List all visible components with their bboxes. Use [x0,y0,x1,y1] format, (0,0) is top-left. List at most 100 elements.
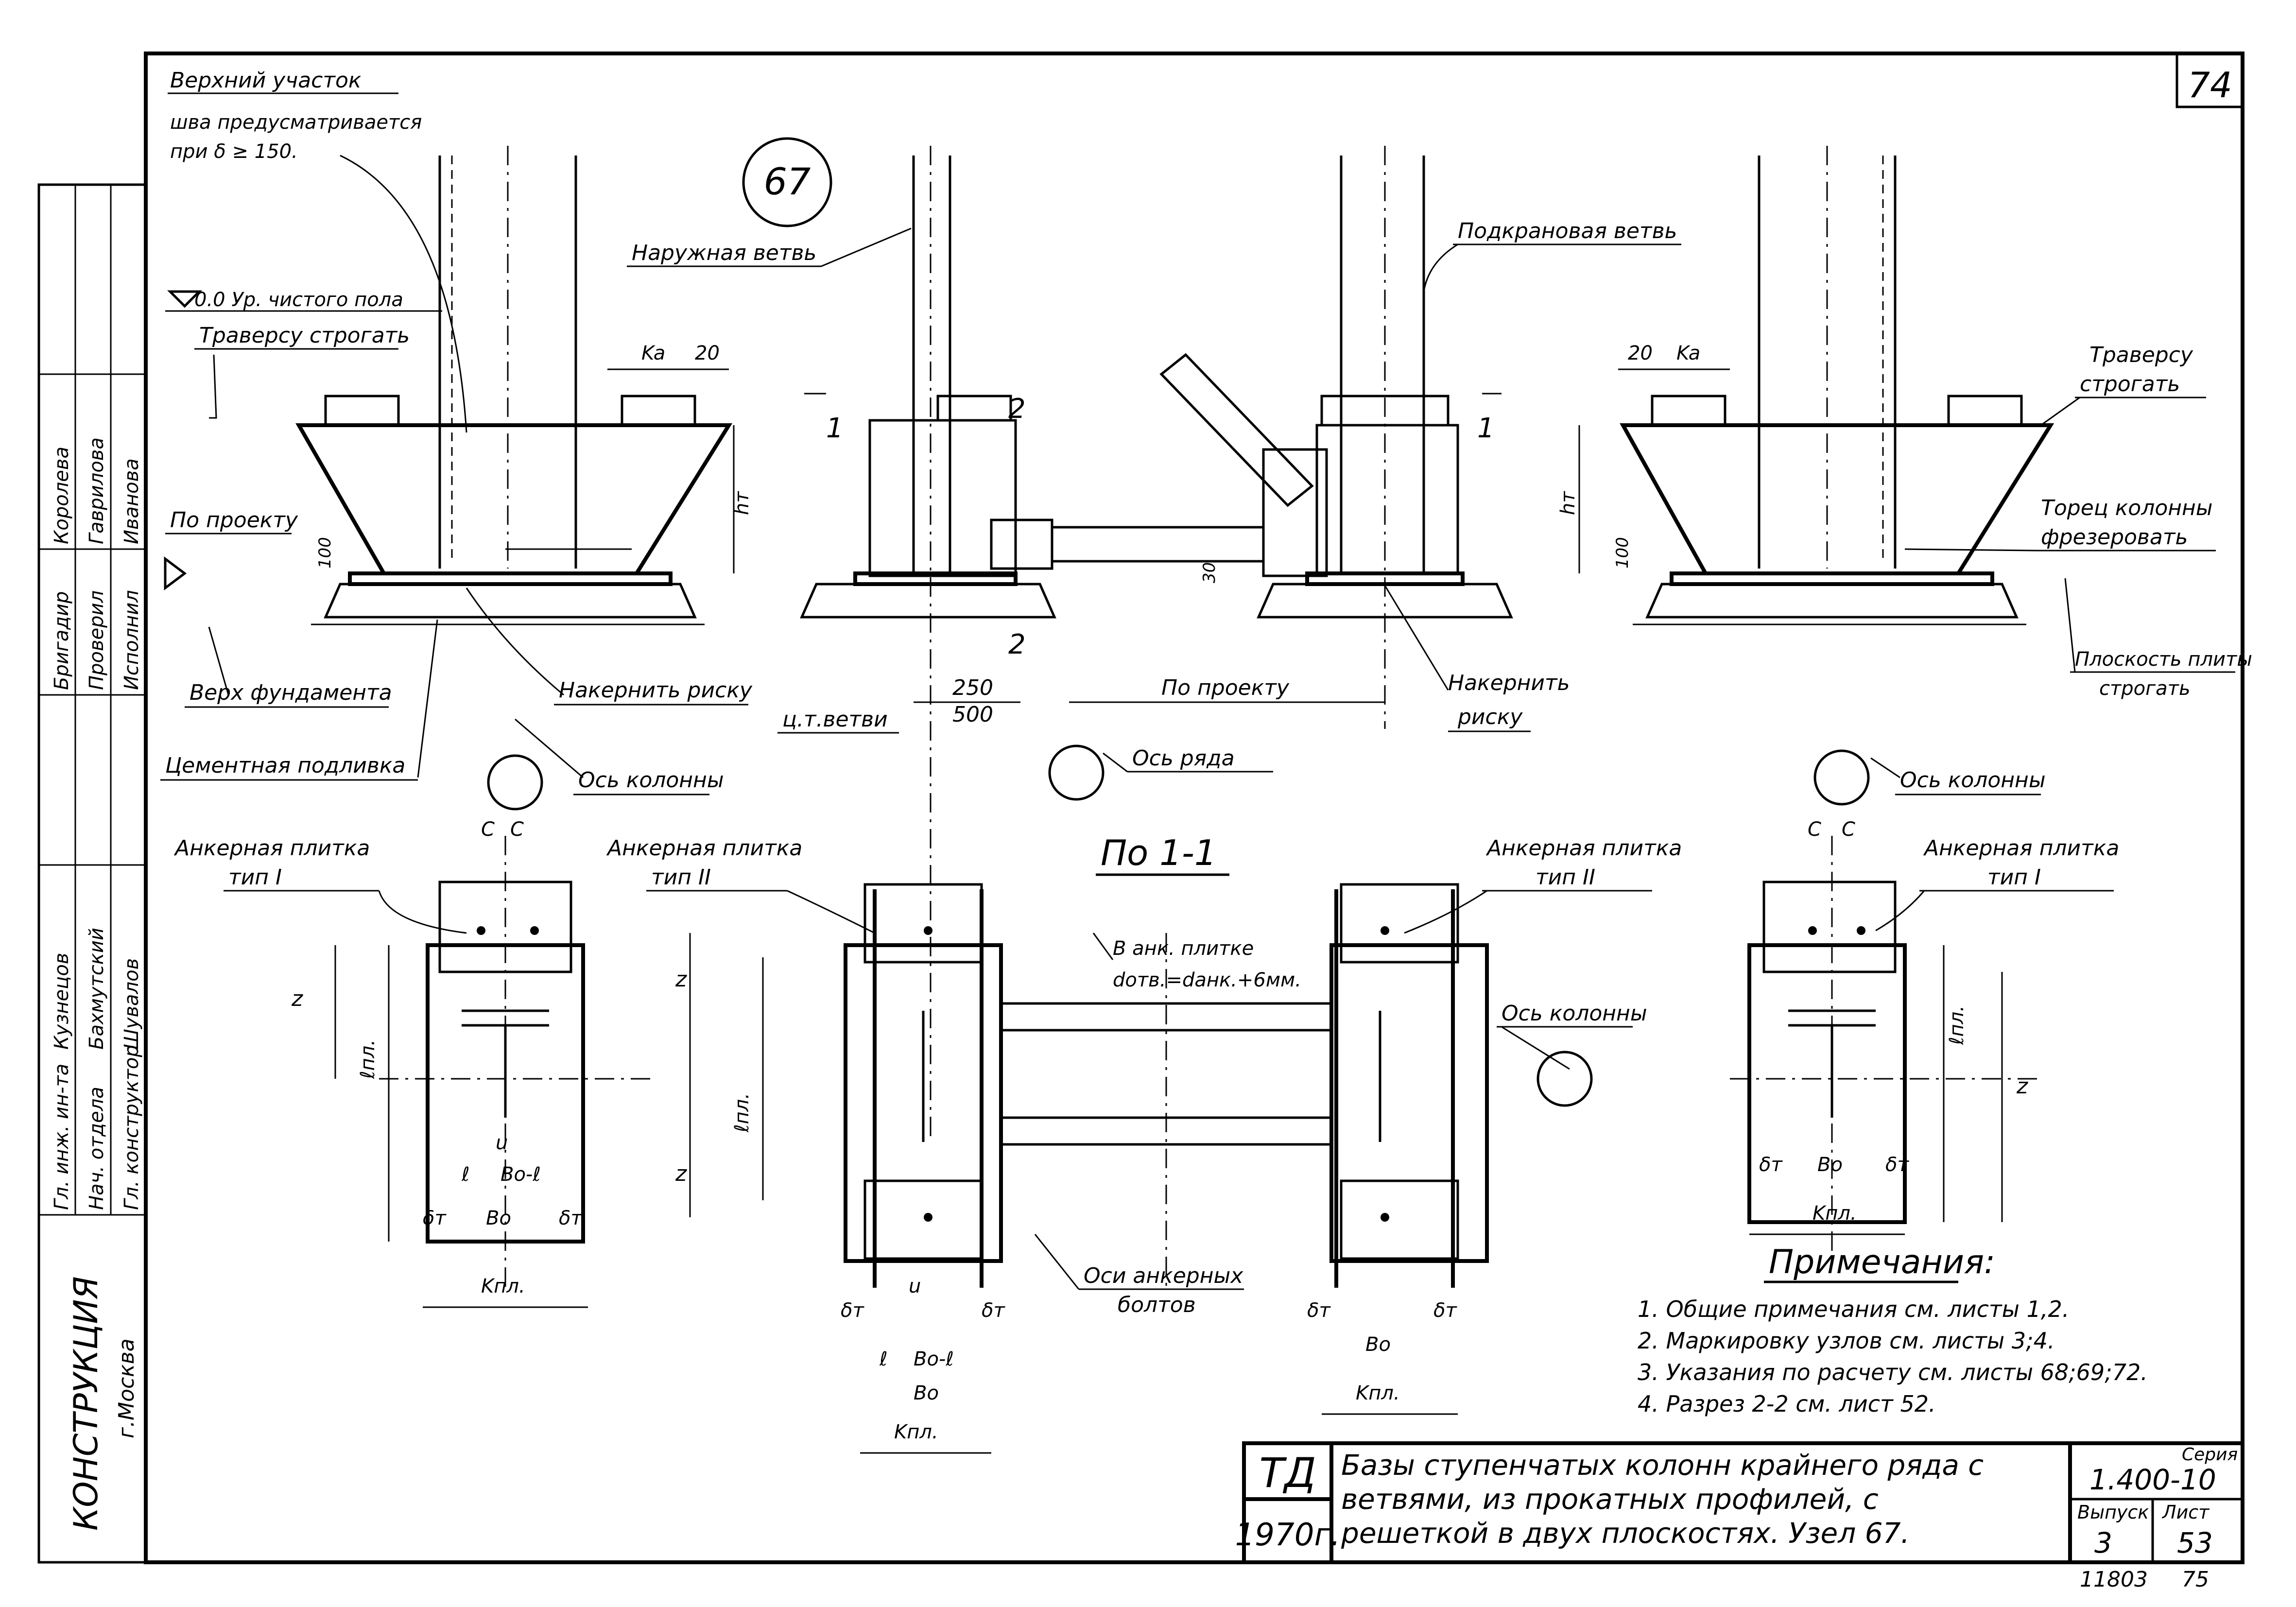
dim-l-mid: ℓ [879,1348,888,1370]
seam-note-2: при δ ≥ 150. [170,140,298,163]
dim-250: 250 [952,675,993,700]
dim-20-left: 20 [695,342,720,364]
stamp-name-4: Королева [51,447,73,544]
dim-dt-mid-3: δт [1307,1299,1331,1322]
stamp-role-4: Бригадир [51,591,73,690]
elevation-left: Ka 20 hт 100 По проекту Верх фундамента … [160,146,753,811]
section-mark-2b: 2 [1008,629,1026,660]
dim-u-left: u [496,1132,508,1154]
upper-seam-label: Верхний участок [170,68,362,93]
dim-bo-right: Bо [1817,1154,1843,1176]
dim-bol-mid: Bо-ℓ [914,1348,954,1370]
stamp-name-1: Кузнецов [51,953,73,1050]
dim-bo-left: Bо [486,1207,511,1229]
slab-plane-1: Плоскость плиты [2075,648,2252,671]
anchor-plate-4-b: тип I [1987,865,2041,890]
seam-note-1: шва предусматривается [170,111,422,134]
side-stamp: Гл. инж. ин-та Нач. отдела Гл. конструкт… [37,183,147,1564]
dim-dt-right-1: δт [1759,1154,1783,1176]
title-block: ТД 1970г. Базы ступенчатых колонн крайне… [1235,1441,2244,1592]
dim-20-right: 20 [1628,342,1653,364]
stamp-city: г.Москва [114,1338,139,1438]
traverse-plane-right-1: Траверсу [2089,343,2193,367]
bolt-axes-2: болтов [1118,1293,1196,1317]
hole-note-2: dотв.=dанк.+6мм. [1113,969,1301,991]
dim-ka-right: Ka [1676,342,1700,364]
mark-risk-left: Накернить риску [559,678,753,703]
stamp-role-3: Гл. конструктор [121,1045,143,1210]
notes-heading: Примечания: [1769,1243,1995,1281]
dim-z-right: z [2016,1074,2028,1099]
dim-kpl-left: Kпл. [481,1275,525,1297]
top-notes: Верхний участок шва предусматривается пр… [165,68,467,433]
dim-l-left: ℓ [461,1163,470,1186]
stamp-name-5: Гаврилова [86,437,108,544]
section-mark-2a: 2 [1008,393,1026,425]
anchor-plate-2-a: Анкерная плитка [606,836,802,861]
dim-kpl-mid: Kпл. [894,1421,938,1443]
stamp-role-1: Гл. инж. ин-та [51,1064,73,1210]
col-axis-plan: Ось колонны [1502,1001,1647,1026]
section-label: По 1-1 [1101,832,1217,873]
note-1: 1. Общие примечания см. листы 1,2. [1638,1296,2069,1322]
anchor-plate-4-a: Анкерная плитка [1923,836,2119,861]
col-axis-right-label: Ось колонны [1900,768,2046,793]
title-line-1: Базы ступенчатых колонн крайнего ряда с [1341,1449,1984,1482]
row-axis-label: Ось ряда [1132,746,1235,771]
dim-kpl-right: Kпл. [1813,1202,1857,1225]
archive-number: 11803 [2080,1567,2148,1592]
plan-section: По 1-1 Анкерная плитка тип I C C z ℓпл. … [173,818,2119,1454]
stamp-name-6: Иванова [121,458,143,544]
bolt-axes-1: Оси анкерных [1084,1263,1243,1288]
dim-dt-mid-4: δт [1433,1299,1457,1322]
dim-dt-right-2: δт [1885,1154,1909,1176]
dim-z-mid-1: z [675,967,687,992]
dim-bo-mid: Bо [914,1382,939,1404]
dim-100-left: 100 [315,537,335,569]
dim-z-mid-2: z [675,1161,687,1186]
fdn-top-label: Верх фундамента [190,680,392,705]
elevation-right: 20 Ka hт 100 Траверсу строгать Торец кол… [1557,146,2252,806]
stamp-role-6: Исполнил [121,590,143,690]
dim-dt-mid-1: δт [841,1299,864,1322]
dim-dt-left-2: δт [559,1207,583,1229]
title-line-2: ветвями, из прокатных профилей, с [1341,1483,1879,1516]
traverse-plane-left: Траверсу строгать [199,323,410,348]
dim-c-1: C [481,818,495,841]
dim-ka-left: Ka [641,342,665,364]
dim-bol-left: Bо-ℓ [501,1163,541,1186]
series-value: 1.400-10 [2089,1463,2216,1496]
dim-100-right: 100 [1613,537,1632,569]
dim-30-mid: 30 [1200,562,1219,583]
notes-block: Примечания: 1. Общие примечания см. лист… [1638,1243,2148,1417]
page-number: 74 [2188,65,2232,105]
mark-risk-mid-1: Накернить [1448,671,1570,695]
dim-bo-mid-2: Bо [1365,1333,1391,1356]
sheet-label: Лист [2161,1502,2210,1523]
series-label: Серия [2182,1445,2238,1465]
stamp-org: КОНСТРУКЦИЯ [67,1276,105,1531]
dim-500: 500 [952,702,993,727]
sheet-value: 53 [2177,1526,2213,1559]
issue-value: 3 [2094,1526,2112,1559]
col-axis-left-label: Ось колонны [578,768,724,793]
title-line-3: решеткой в двух плоскостях. Узел 67. [1341,1517,1910,1550]
elevation-middle: 1 1 2 2 30 Наружная ветвь Подкрановая ве… [627,146,1681,1142]
dim-c-2: C [510,818,524,841]
outer-branch-label: Наружная ветвь [632,241,816,265]
stamp-name-3: Шувалов [121,958,143,1050]
column-end-2: фрезеровать [2041,525,2188,550]
dim-lpl-left: ℓпл. [357,1039,379,1079]
org-code: ТД [1260,1449,1316,1497]
dim-c-3: C [1808,818,1821,841]
section-mark-1b: 1 [1477,413,1495,444]
slab-plane-2: строгать [2099,677,2191,700]
dim-lpl-right: ℓпл. [1946,1005,1968,1045]
dim-z-left: z [291,986,303,1011]
node-number: 67 [764,160,811,203]
mark-risk-mid-2: риску [1457,705,1523,729]
anchor-plate-3-b: тип II [1536,865,1595,890]
cement-grout-label: Цементная подливка [165,753,405,778]
dim-hm-right: hт [1557,491,1579,515]
